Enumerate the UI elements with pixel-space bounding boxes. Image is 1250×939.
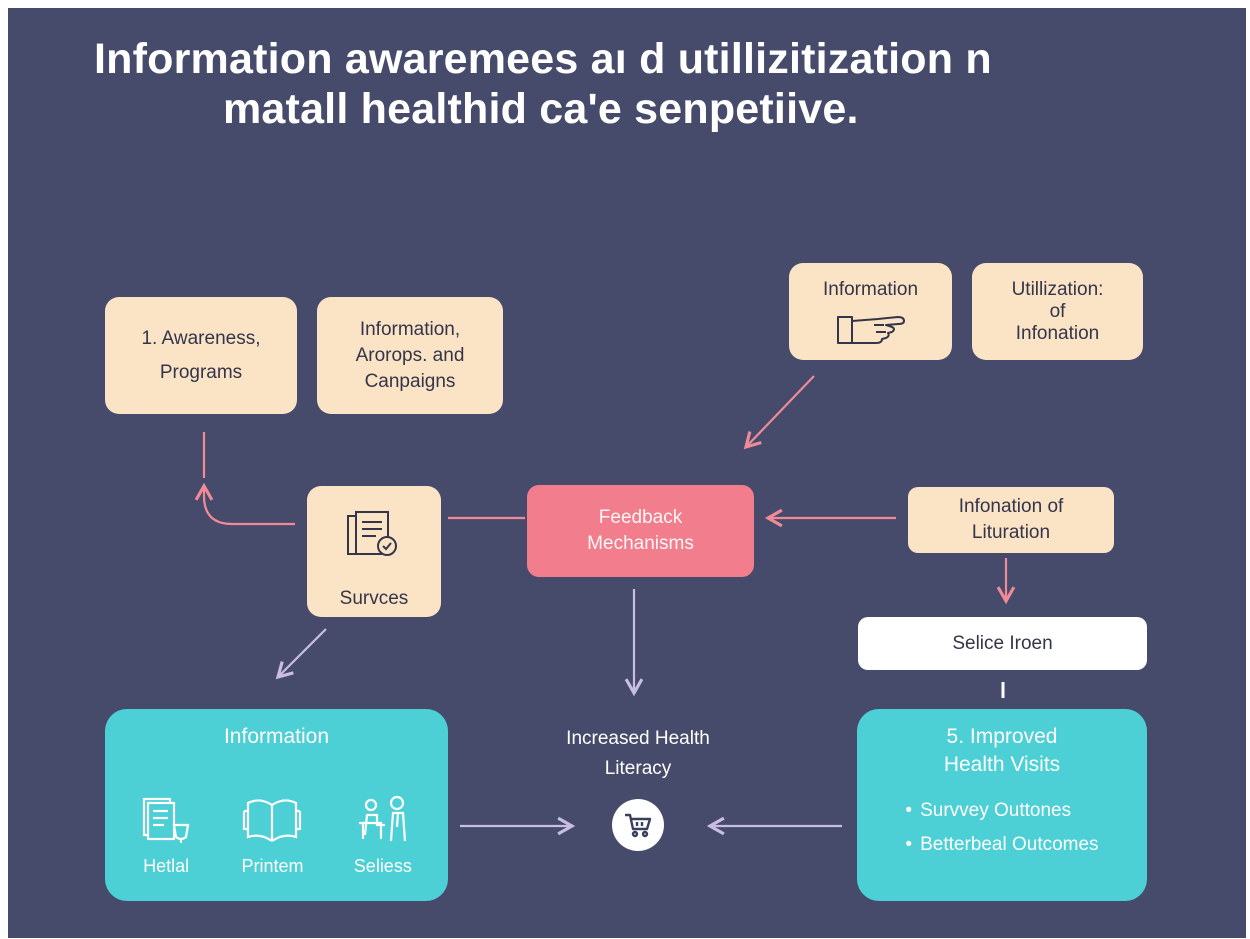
awareness-line-2: Programs [159, 361, 243, 383]
literacy-line-2: Literacy [604, 758, 672, 779]
improved-bullet-1: Survvey Outtones [905, 799, 1098, 823]
campaigns-line-2: Arorops. and [355, 344, 465, 366]
panel-information: Information Hetlal [105, 709, 448, 901]
node-utilization: Utillization: of Infonation [972, 263, 1143, 360]
improved-line-2: Health Visits [943, 753, 1061, 776]
open-book-icon [240, 795, 304, 845]
people-desk-icon [351, 795, 415, 845]
utilization-line-1: Utillization: [1011, 278, 1104, 300]
seliess-label: Seliess [353, 856, 412, 876]
shopping-cart-icon [612, 799, 664, 851]
node-feedback-mechanisms: Feedback Mechanisms [527, 485, 754, 577]
node-information-top: Information [789, 263, 952, 360]
document-cup-icon [138, 795, 194, 845]
improved-bullet-2: Betterbeal Outcomes [905, 833, 1098, 857]
improved-line-1: 5. Improved [946, 725, 1058, 748]
node-information-literation: Infonation of Lituration [908, 487, 1114, 553]
feedback-line-1: Feedback [598, 507, 683, 528]
information-panel-heading: Information [223, 725, 330, 748]
title-line-2: matall healthid ca'e senpetiive. [223, 85, 859, 133]
node-campaigns: Information, Arorops. and Canpaigns [317, 297, 503, 414]
diagram-title: Information awaremees aı d utillizitizat… [8, 34, 1246, 134]
node-selice-iroen: Selice Iroen [858, 617, 1147, 670]
arrow-surveys-to-awareness [194, 482, 295, 526]
information-item-seliess: Seliess [351, 795, 415, 879]
title-line-1: Information awaremees aı d utillizitizat… [94, 35, 992, 83]
selice-label: Selice Iroen [952, 632, 1053, 654]
connector-layer [194, 375, 1016, 836]
awareness-line-1: 1. Awareness, [141, 327, 261, 349]
printem-label: Printem [241, 856, 304, 876]
literation-line-2: Lituration [971, 522, 1051, 543]
literacy-line-1: Increased Health [566, 728, 710, 749]
information-top-label: Information [822, 279, 919, 300]
literation-line-1: Infonation of [958, 496, 1064, 517]
node-increased-literacy: Increased Health Literacy [543, 724, 733, 784]
node-surveys: Survces [307, 486, 441, 617]
surveys-label: Survces [339, 588, 409, 609]
information-item-printem: Printem [240, 795, 304, 879]
diagram-canvas: Information awaremees aı d utillizitizat… [8, 8, 1246, 938]
hand-pointing-icon [832, 311, 910, 355]
panel-improved-health-visits: 5. Improved Health Visits Survvey Outton… [857, 709, 1147, 901]
information-panel-icons: Hetlal Printem [105, 795, 448, 879]
feedback-line-2: Mechanisms [587, 533, 694, 554]
arrow-surveys-to-information [275, 628, 327, 680]
utilization-line-3: Infonation [1015, 322, 1100, 344]
arrow-information-to-feedback [743, 375, 815, 450]
campaigns-line-3: Canpaigns [364, 370, 456, 392]
improved-bullet-list: Survvey Outtones Betterbeal Outcomes [905, 789, 1098, 867]
utilization-line-2: of [1049, 300, 1066, 322]
node-awareness-programs: 1. Awareness, Programs [105, 297, 297, 414]
document-check-icon [342, 508, 406, 568]
information-item-hetlal: Hetlal [138, 795, 194, 879]
hetlal-label: Hetlal [143, 856, 190, 876]
campaigns-line-1: Information, [359, 318, 461, 340]
